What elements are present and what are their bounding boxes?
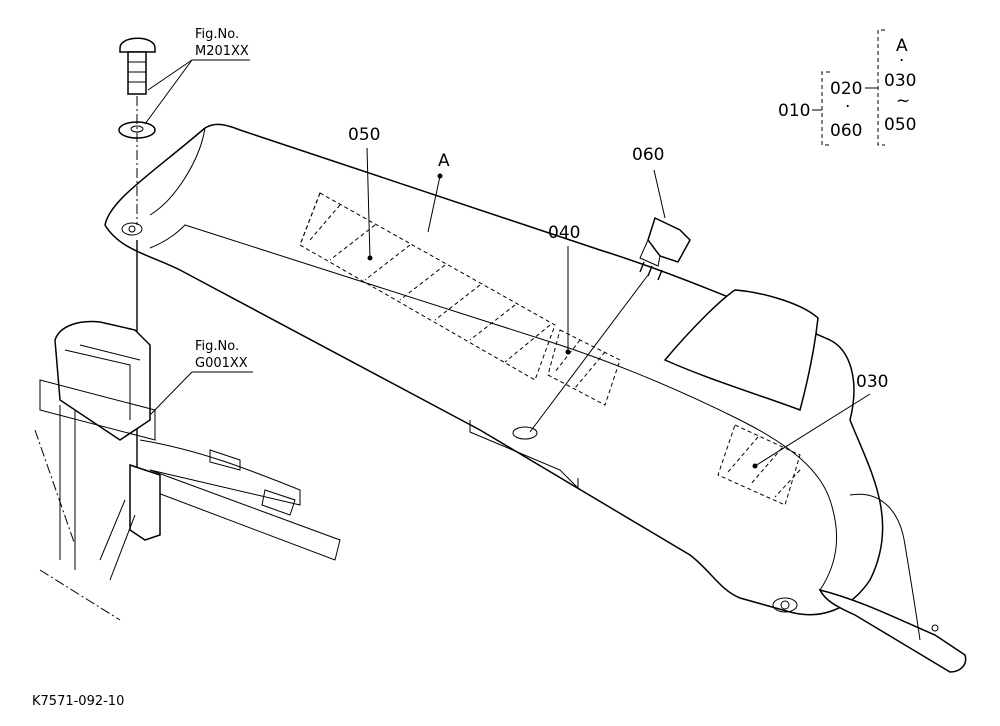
legend-group1-bottom: 060 <box>830 121 862 141</box>
callout-030: 030 <box>856 372 888 392</box>
callout-050: 050 <box>348 125 380 145</box>
cover-panel <box>104 123 884 616</box>
fig-ref-m201-line1: Fig.No. <box>195 27 239 42</box>
callout-040: 040 <box>548 223 580 243</box>
lower-arm <box>818 493 967 673</box>
legend-root: 010 <box>778 101 810 121</box>
frame-bracket <box>34 320 341 621</box>
upper-fin <box>663 289 819 411</box>
legend-group2-bottom: 050 <box>884 115 916 135</box>
leaders <box>144 59 871 469</box>
fig-ref-m201-line2: M201XX <box>195 44 249 59</box>
legend-group2-top: A <box>896 36 908 56</box>
decal-area-030 <box>717 424 801 506</box>
bolt-part <box>119 37 156 95</box>
legend-group2-tilde: ~ <box>896 91 910 111</box>
legend-group1-top: 020 <box>830 79 862 99</box>
switch-part <box>639 216 691 281</box>
legend-group2-mid1: · <box>899 51 904 71</box>
assembly-legend: 010 020 · 060 A · 030 ~ 050 <box>778 29 916 146</box>
fig-ref-g001-line2: G001XX <box>195 356 248 371</box>
decal-area-040 <box>547 329 621 406</box>
legend-group2-mid2: 030 <box>884 71 916 91</box>
legend-group1-mid: · <box>845 97 850 117</box>
decal-area-050 <box>299 192 556 381</box>
drawing-id: K7571-092-10 <box>32 694 124 709</box>
fig-ref-g001-line1: Fig.No. <box>195 339 239 354</box>
callout-a: A <box>438 151 450 171</box>
callout-060: 060 <box>632 145 664 165</box>
